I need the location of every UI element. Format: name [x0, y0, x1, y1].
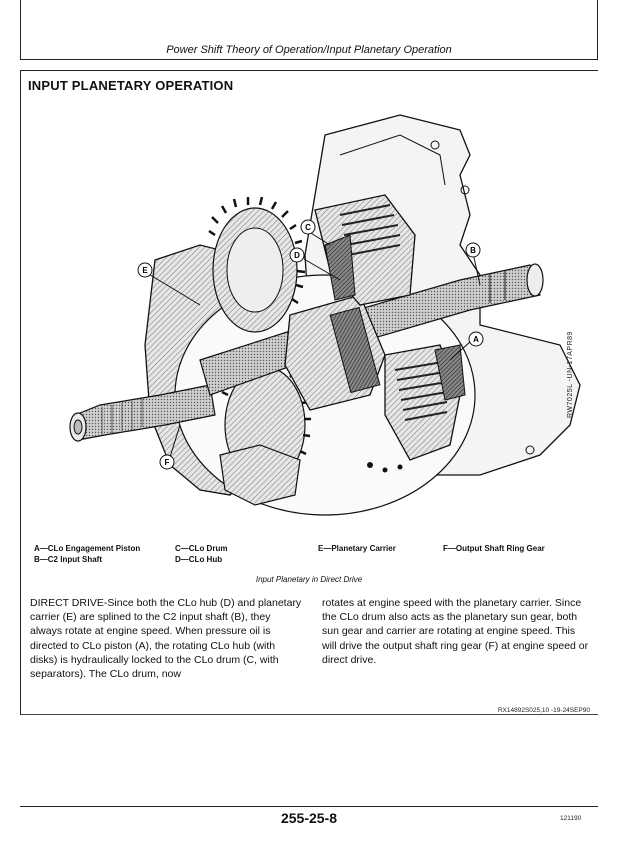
svg-text:C: C — [305, 223, 311, 232]
body-text-right: rotates at engine speed with the planeta… — [322, 597, 589, 666]
legend-item-a: A—CLo Engagement Piston — [34, 544, 141, 553]
page-number: 255-25-8 — [280, 810, 338, 826]
legend-col-4: F—Output Shaft Ring Gear — [443, 543, 545, 554]
legend-item-d: D—CLo Hub — [175, 555, 223, 564]
svg-text:A: A — [473, 335, 479, 344]
legend-col-1: A—CLo Engagement Piston B—C2 Input Shaft — [34, 543, 140, 565]
lower-plate — [219, 444, 301, 506]
legend-item-e: E—Planetary Carrier — [318, 544, 396, 553]
legend-col-3: E—Planetary Carrier — [318, 543, 396, 554]
svg-text:B: B — [470, 246, 476, 255]
left-margin-rule — [20, 0, 21, 60]
section-frame — [20, 70, 598, 715]
input-shaft — [69, 384, 216, 442]
clutch-pack-lower — [384, 344, 466, 461]
figure-id: RW7025L -UN-17APR89 — [567, 331, 574, 418]
callout-d: D — [289, 247, 305, 263]
header-rule — [20, 59, 598, 60]
callout-c: C — [300, 219, 316, 235]
footer-code: 121190 — [560, 815, 582, 822]
callout-f: F — [159, 454, 175, 470]
planetary-cutaway-illustration: A B C D E F — [69, 114, 581, 516]
right-margin-rule — [597, 0, 598, 60]
reference-code: RX14892S025,10 -19-24SEP90 — [497, 707, 590, 714]
callout-b: B — [465, 242, 481, 258]
legend-item-c: C—CLo Drum — [175, 544, 228, 553]
clutch-pack-upper — [314, 194, 416, 306]
callout-a: A — [468, 331, 484, 347]
legend-col-2: C—CLo Drum D—CLo Hub — [175, 543, 227, 565]
footer-rule — [20, 806, 598, 807]
svg-text:F: F — [165, 458, 170, 467]
running-header: Power Shift Theory of Operation/Input Pl… — [166, 44, 452, 56]
svg-text:D: D — [294, 251, 300, 260]
legend-item-f: F—Output Shaft Ring Gear — [443, 544, 545, 553]
section-bottom-rule — [20, 714, 598, 715]
section-title: INPUT PLANETARY OPERATION — [28, 78, 234, 93]
callout-e: E — [137, 262, 153, 278]
legend-item-b: B—C2 Input Shaft — [34, 555, 102, 564]
svg-text:E: E — [142, 266, 148, 275]
figure-caption: Input Planetary in Direct Drive — [255, 575, 363, 584]
body-text-left: DIRECT DRIVE-Since both the CLo hub (D) … — [30, 597, 302, 681]
